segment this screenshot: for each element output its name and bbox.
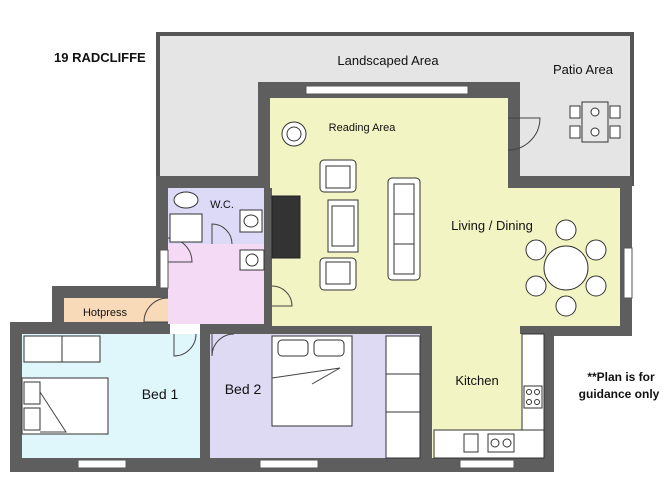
guidance-note-line2: guidance only (579, 387, 660, 401)
tv-unit (271, 195, 301, 259)
hotpress-room (64, 298, 168, 322)
bed2-furniture (271, 335, 421, 459)
patio-area-label: Patio Area (553, 62, 614, 77)
kitchen-fittings (433, 333, 545, 459)
kitchen-label: Kitchen (455, 373, 498, 388)
hotpress-label: Hotpress (83, 307, 128, 319)
labels: 19 RADCLIFFE Landscaped Area Patio Area … (54, 50, 660, 402)
wc-fixtures (169, 191, 265, 271)
dining-table (525, 219, 607, 317)
living-dining-room (270, 98, 620, 334)
living-furniture (271, 159, 421, 291)
living-dining-label: Living / Dining (451, 218, 533, 233)
bed2-label: Bed 2 (225, 381, 262, 397)
landscaped-area-label: Landscaped Area (337, 53, 439, 68)
reading-area-label: Reading Area (329, 122, 397, 134)
reading-chair (281, 121, 307, 147)
windows (77, 85, 633, 469)
room-fills (22, 98, 620, 458)
guidance-note-line1: **Plan is for (587, 370, 655, 384)
bed1-furniture (21, 335, 109, 435)
wc-label: W.C. (210, 199, 234, 211)
plan-title: 19 RADCLIFFE (54, 50, 146, 65)
bed1-label: Bed 1 (142, 386, 179, 402)
patio-table-set (569, 101, 621, 143)
